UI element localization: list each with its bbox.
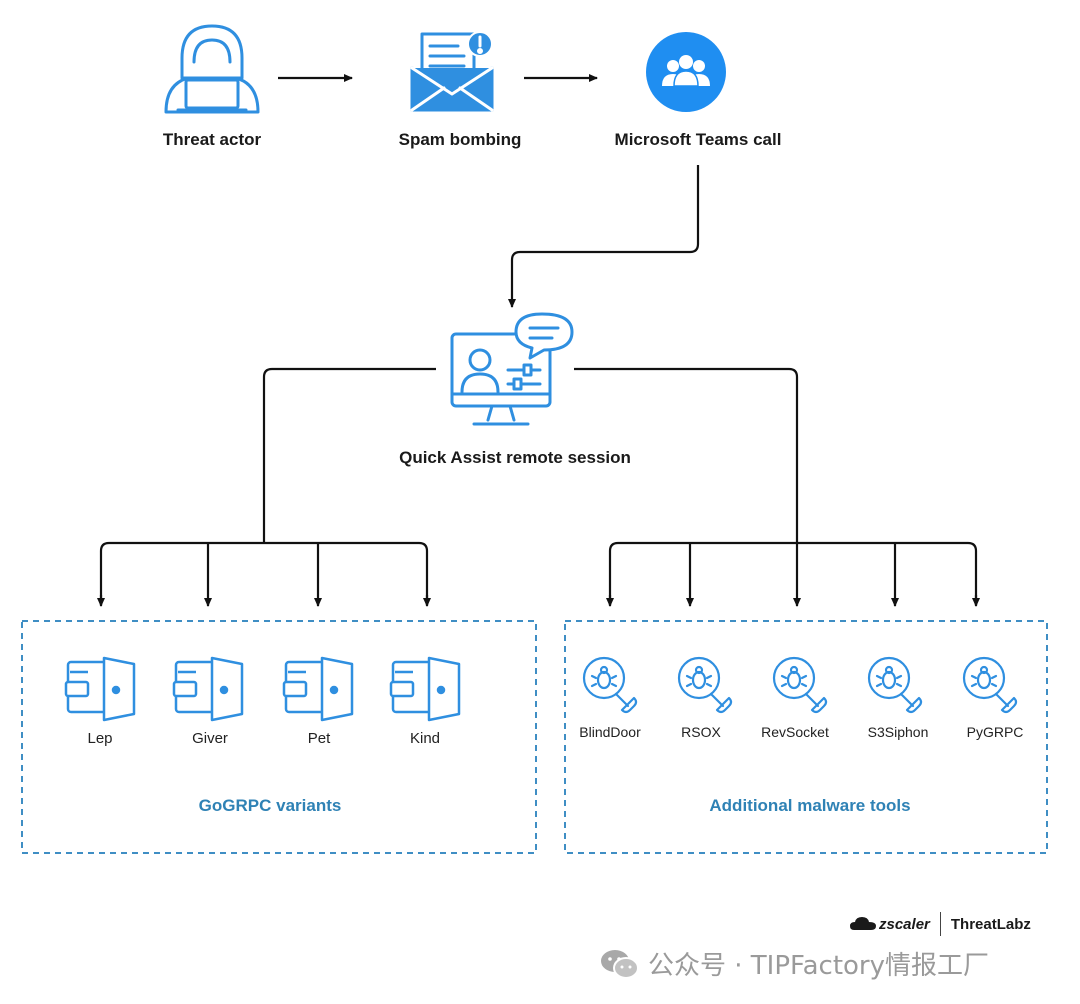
- bug-wrench-icon: [582, 656, 638, 714]
- spam-bombing-label: Spam bombing: [398, 130, 522, 149]
- wallet-icon: [172, 656, 244, 722]
- gogrpc-group-box: [21, 620, 537, 854]
- connector-teams-to-quickassist: [508, 165, 700, 308]
- hooded-hacker-icon: [164, 24, 260, 114]
- wallet-icon: [64, 656, 136, 722]
- quick-assist-label: Quick Assist remote session: [399, 448, 631, 467]
- bug-wrench-icon: [867, 656, 923, 714]
- variant-label-kind: Kind: [409, 730, 441, 747]
- bug-wrench-icon: [677, 656, 733, 714]
- teams-call-label: Microsoft Teams call: [614, 130, 782, 149]
- branding: zscaler ThreatLabz: [850, 912, 1031, 936]
- brand-divider: [939, 912, 941, 936]
- tool-label-revsocket: RevSocket: [761, 724, 829, 740]
- watermark-text: 公众号 · TIPFactory情报工厂: [648, 951, 989, 981]
- tool-label-pygrpc: PyGRPC: [966, 724, 1024, 740]
- connector-quickassist-right: [574, 367, 980, 607]
- bug-wrench-icon: [772, 656, 828, 714]
- team-group-icon: [646, 32, 726, 112]
- tool-label-blinddoor: BlindDoor: [579, 724, 641, 740]
- wallet-icon: [389, 656, 461, 722]
- variant-label-lep: Lep: [87, 730, 113, 747]
- watermark: 公众号 · TIPFactory情报工厂: [600, 945, 989, 982]
- wechat-icon: [601, 949, 639, 979]
- wallet-icon: [282, 656, 354, 722]
- zscaler-logo: zscaler: [850, 916, 930, 933]
- tool-label-rsox: RSOX: [681, 724, 721, 740]
- variant-label-pet: Pet: [307, 730, 331, 747]
- tools-group-title: Additional malware tools: [709, 796, 911, 815]
- zscaler-cloud-icon: [850, 917, 876, 930]
- zscaler-logo-text: zscaler: [879, 915, 930, 933]
- connector-quickassist-left: [97, 367, 436, 607]
- bug-wrench-icon: [962, 656, 1018, 714]
- variant-label-giver: Giver: [192, 730, 228, 747]
- threat-actor-label: Threat actor: [162, 130, 262, 149]
- tools-group-box: [564, 620, 1048, 854]
- envelope-alert-icon: [410, 31, 494, 112]
- monitor-chat-icon: [450, 312, 574, 426]
- tool-label-s3siphon: S3Siphon: [867, 724, 929, 740]
- gogrpc-group-title: GoGRPC variants: [198, 796, 342, 815]
- threatlabz-label: ThreatLabz: [950, 915, 1031, 933]
